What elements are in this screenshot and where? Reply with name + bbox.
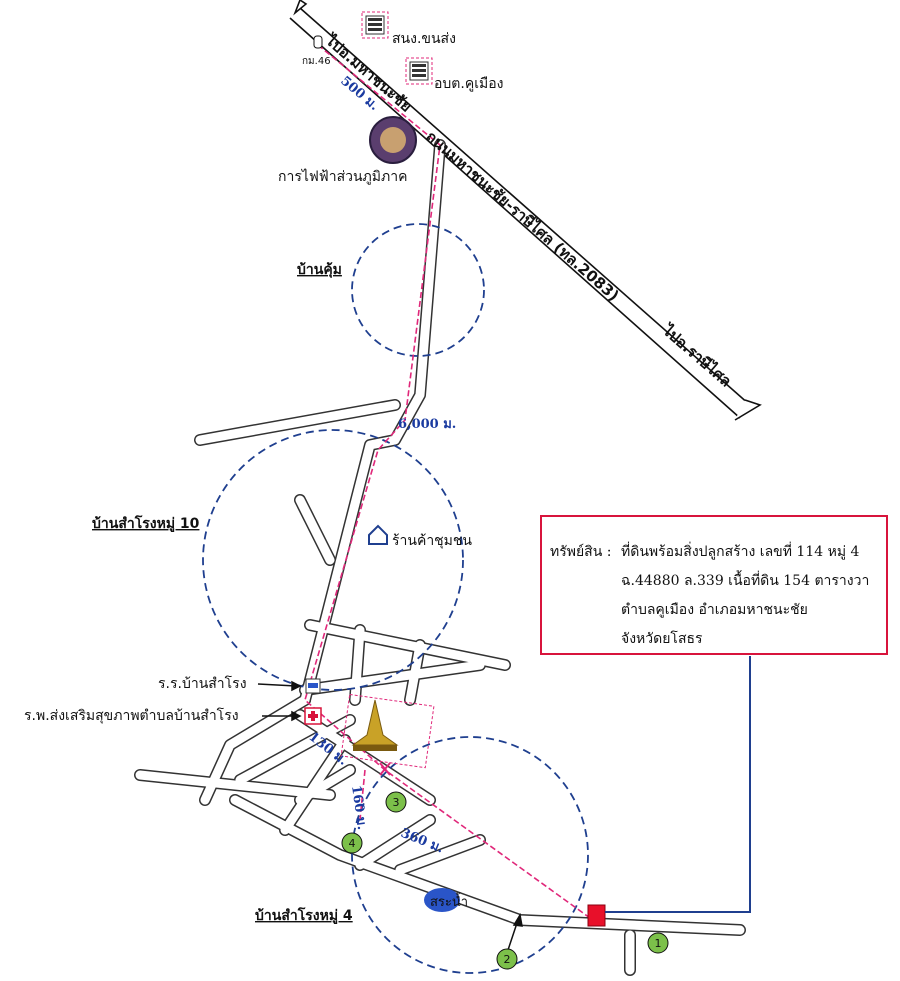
- property-line-1: ที่ดินพร้อมสิ่งปลูกสร้าง เลขที่ 114 หมู่…: [621, 544, 860, 560]
- village-circles: [202, 223, 589, 974]
- numbered-markers: 1 2 3 4: [341, 791, 669, 970]
- svg-text:1: 1: [655, 937, 662, 950]
- temple-parcel: [340, 693, 435, 769]
- property-line-4: จังหวัดยโสธร: [621, 631, 703, 647]
- label-hospital: ร.พ.ส่งเสริมสุขภาพตำบลบ้านสำโรง: [24, 707, 239, 724]
- building-snong-icon: [361, 11, 389, 39]
- label-km46: กม.46: [302, 56, 331, 67]
- marker-3: 3: [385, 791, 407, 813]
- property-info-box: ทรัพย์สิน : ที่ดินพร้อมสิ่งปลูกสร้าง เลขท…: [540, 515, 888, 655]
- circle-samrong4: [351, 736, 589, 974]
- school-icon: [305, 678, 321, 694]
- road-label-main: ถนนมหาชนะชัย-ราษีไศล (ทล.2083): [422, 127, 623, 305]
- label-pea: การไฟฟ้าส่วนภูมิภาค: [278, 168, 407, 185]
- svg-text:2: 2: [504, 953, 511, 966]
- svg-text:4: 4: [349, 837, 356, 850]
- distance-6000: 6,000 ม.: [398, 417, 456, 432]
- pond-icon: [424, 888, 460, 912]
- main-highway: [289, 0, 762, 421]
- label-community-shop: ร้านค้าชุมชน: [392, 533, 472, 549]
- building-obt-icon: [405, 57, 433, 85]
- pointer-arrows: [257, 680, 523, 951]
- property-line-3: ตำบลคูเมือง อำเภอมหาชนะชัย: [621, 602, 808, 618]
- label-samrong10: บ้านสำโรงหมู่ 10: [92, 514, 200, 532]
- label-school: ร.ร.บ้านสำโรง: [158, 675, 247, 692]
- circle-ban-khum: [351, 223, 485, 357]
- svg-text:3: 3: [393, 796, 400, 809]
- distance-160: 160 ม.: [348, 784, 369, 830]
- connector-line: [605, 656, 751, 913]
- label-samrong4: บ้านสำโรงหมู่ 4: [255, 906, 353, 924]
- house-icon: [368, 524, 388, 545]
- property-row-1: ทรัพย์สิน : ที่ดินพร้อมสิ่งปลูกสร้าง เลขท…: [550, 541, 859, 563]
- circle-samrong10: [202, 429, 464, 691]
- hospital-icon: [304, 707, 322, 725]
- property-location-marker: [587, 904, 606, 927]
- crossing-marks: [379, 762, 391, 776]
- label-obt: อบต.คูเมือง: [434, 76, 503, 92]
- marker-2: 2: [496, 948, 518, 970]
- km-marker-icon: [313, 35, 323, 49]
- marker-1: 1: [647, 932, 669, 954]
- label-ban-khum: บ้านคุ้ม: [297, 262, 342, 278]
- pea-logo-icon: [369, 116, 417, 164]
- property-line-2: ฉ.44880 ล.339 เนื้อที่ดิน 154 ตารางวา: [621, 573, 870, 589]
- temple-icon: [351, 699, 399, 751]
- property-label: ทรัพย์สิน :: [550, 544, 612, 560]
- marker-4: 4: [341, 832, 363, 854]
- label-snong: สนง.ขนส่ง: [392, 31, 456, 47]
- label-pond: สระน้ำ: [430, 892, 468, 910]
- local-roads: [134, 139, 746, 976]
